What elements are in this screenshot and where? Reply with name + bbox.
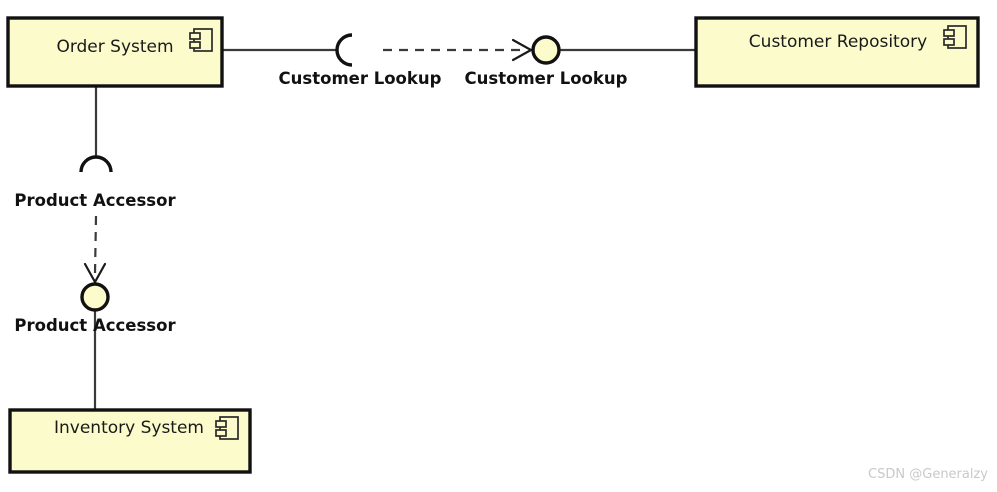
interface-label-product-accessor-required: Product Accessor xyxy=(14,191,176,210)
provided-interface-ball-icon-product-accessor[interactable] xyxy=(80,282,110,312)
component-icon-customer-repository xyxy=(943,25,967,49)
arrowhead-product-accessor-icon xyxy=(83,262,107,285)
watermark-label: CSDN @Generalzy xyxy=(868,467,988,482)
component-node-order-system[interactable]: Order System xyxy=(6,16,224,88)
component-body-inventory-system[interactable] xyxy=(8,408,252,474)
interface-label-customer-lookup-required: Customer Lookup xyxy=(279,69,442,88)
component-node-customer-repository[interactable]: Customer Repository xyxy=(694,16,980,88)
component-label-inventory-system: Inventory System xyxy=(54,418,204,438)
required-interface-socket-icon-product-accessor[interactable] xyxy=(79,155,113,173)
component-node-inventory-system[interactable]: Inventory System xyxy=(8,408,252,474)
component-label-customer-repository: Customer Repository xyxy=(749,32,927,52)
arrowhead-customer-lookup-icon xyxy=(511,38,534,62)
interface-symbol-layer xyxy=(79,33,561,312)
provided-interface-ball-icon-customer-lookup[interactable] xyxy=(531,35,561,65)
required-interface-socket-icon-customer-lookup[interactable] xyxy=(335,33,353,67)
component-body-order-system[interactable] xyxy=(6,16,224,88)
connector-layer xyxy=(83,38,696,410)
component-label-order-system: Order System xyxy=(56,37,173,57)
component-icon-inventory-system xyxy=(215,416,239,440)
connector-product-accessor-dependency xyxy=(93,215,98,275)
interface-label-layer: Customer Lookup Customer Lookup Product … xyxy=(14,69,627,335)
component-icon-order-system xyxy=(189,28,213,52)
component-body-customer-repository[interactable] xyxy=(694,16,980,88)
interface-label-product-accessor-provided: Product Accessor xyxy=(14,316,176,335)
interface-label-customer-lookup-provided: Customer Lookup xyxy=(465,69,628,88)
